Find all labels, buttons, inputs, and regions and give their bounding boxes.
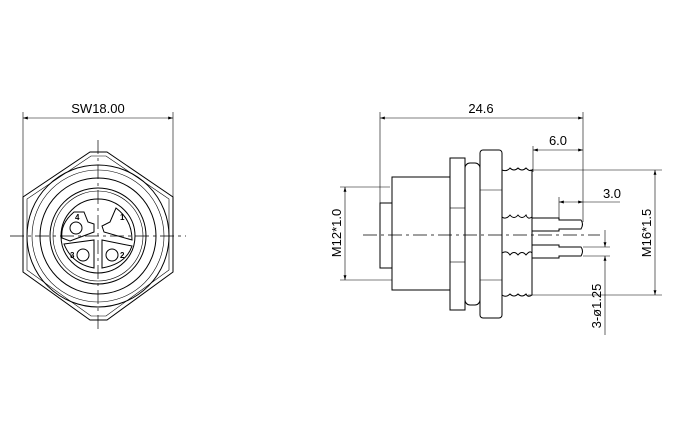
- thread-length-label: 6.0: [549, 133, 567, 148]
- rear-thread-lower: [501, 251, 533, 297]
- front-thread-label: M12*1.0: [329, 209, 344, 257]
- front-plug-stub: [379, 202, 393, 269]
- insert-segment-4: [61, 211, 95, 242]
- panel-nut-2: [479, 149, 503, 319]
- pin-label: 3: [70, 251, 75, 260]
- hex-nut-outline: [22, 151, 174, 321]
- pin-2: [105, 248, 119, 262]
- hex-inner-chamfer: [26, 155, 170, 317]
- pin-diameter-label: 3-ø1.25: [589, 284, 604, 329]
- sw-dimension-label: SW18.00: [71, 101, 124, 116]
- contact-pin-upper: [532, 217, 583, 232]
- pin-label: 2: [120, 251, 125, 260]
- pin-4: [69, 221, 83, 235]
- pin-label: 1: [120, 213, 125, 222]
- front-view: SW18.00 1 2 3 4: [10, 101, 186, 330]
- overall-length-label: 24.6: [468, 101, 493, 116]
- washer: [464, 162, 481, 306]
- pin-3: [76, 248, 90, 262]
- rear-thread-label: M16*1.5: [639, 209, 654, 257]
- contact-pin-lower: [532, 244, 583, 259]
- side-view: 24.6 6.0 3.0 M16*1.5 M12*1.0 3-ø1.25: [329, 101, 662, 335]
- insert-segment-1: [101, 207, 133, 241]
- rear-thread-upper: [501, 167, 533, 219]
- insert-segment-3: [63, 239, 95, 269]
- pin-length-label: 3.0: [603, 186, 621, 201]
- pin-label: 4: [75, 213, 80, 222]
- insert-segment-2: [101, 239, 133, 269]
- panel-nut-1: [449, 157, 466, 311]
- front-housing: [391, 176, 451, 291]
